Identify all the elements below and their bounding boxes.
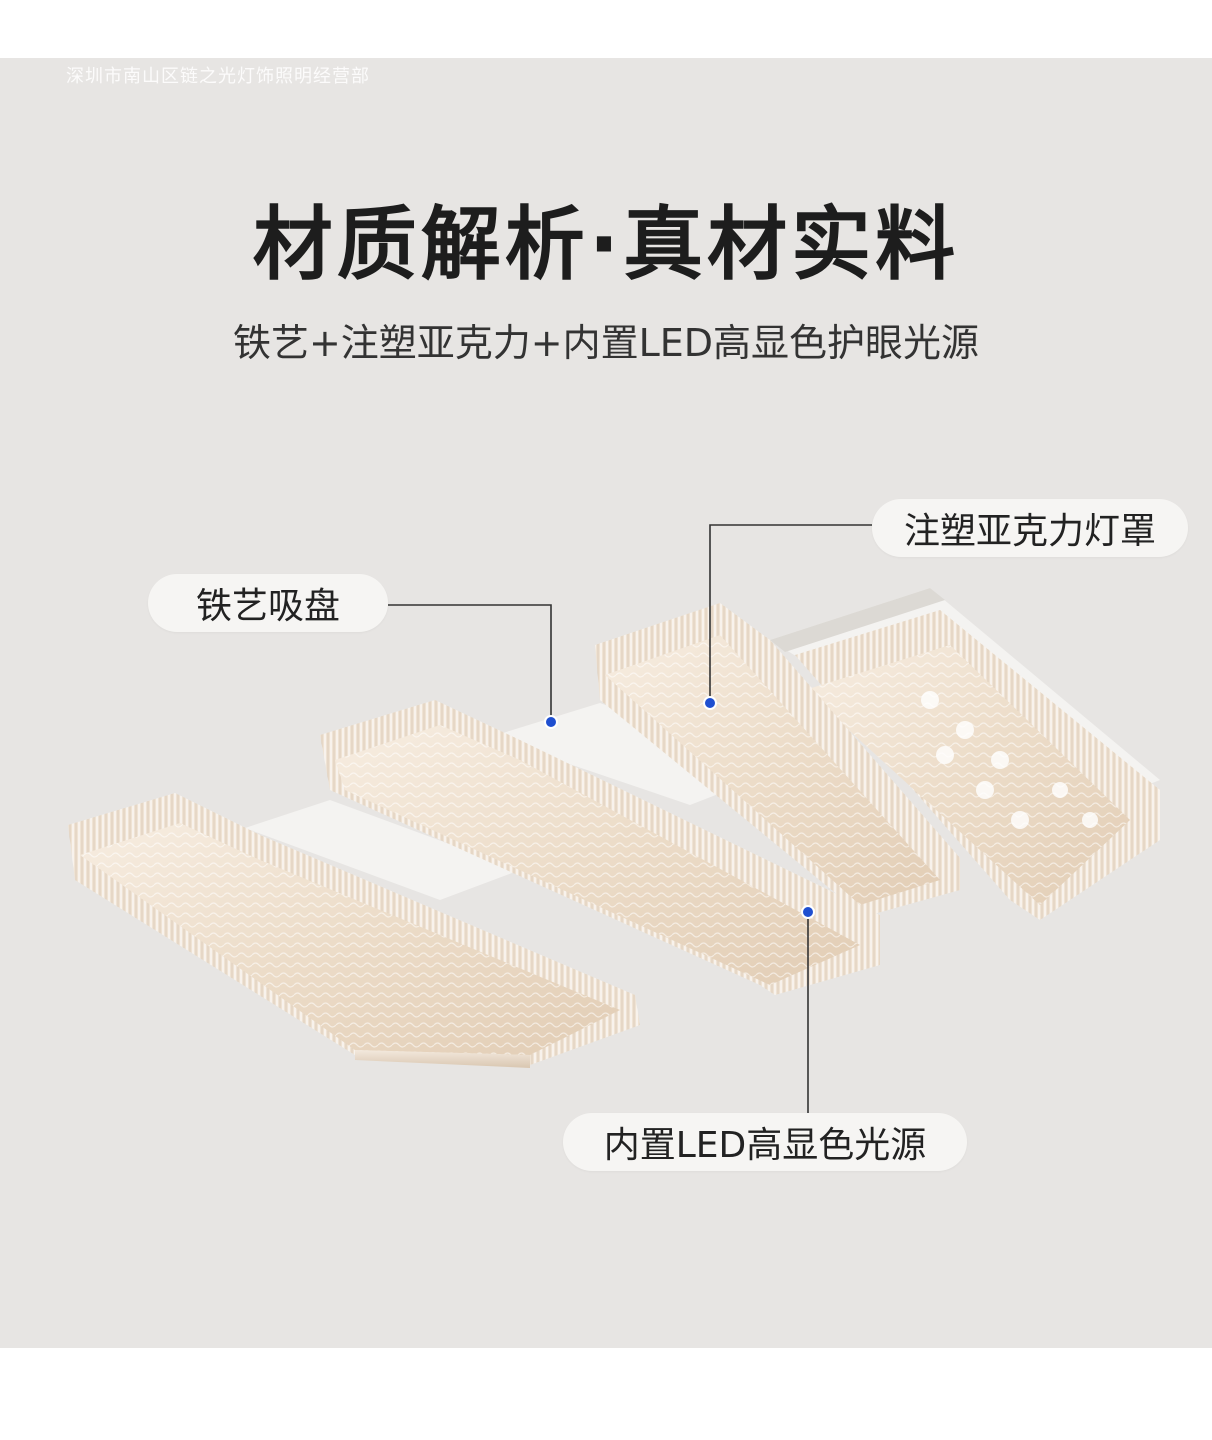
page-title: 材质解析·真材实料 — [252, 198, 960, 291]
shade-marker-dot — [703, 696, 717, 710]
base-marker-dot — [544, 715, 558, 729]
callout-dots — [544, 696, 815, 919]
base-callout-label: 铁艺吸盘 — [148, 574, 388, 632]
callout-lines — [388, 524, 872, 1113]
bottom-margin — [0, 1348, 1212, 1440]
base-leader-line — [388, 604, 552, 722]
shade-leader-line — [709, 524, 872, 703]
light-module-2 — [320, 700, 880, 995]
light-source-marker-dot — [801, 905, 815, 919]
light-source-callout-label: 内置LED高显色光源 — [563, 1113, 967, 1171]
light-module-1 — [68, 793, 640, 1068]
shade-callout-label: 注塑亚克力灯罩 — [872, 499, 1188, 557]
shop-watermark: 深圳市南山区链之光灯饰照明经营部 — [66, 66, 370, 87]
page-subtitle: 铁艺+注塑亚克力+内置LED高显色护眼光源 — [232, 321, 980, 365]
light-module-3 — [595, 603, 960, 915]
light-module-4 — [795, 610, 1160, 920]
